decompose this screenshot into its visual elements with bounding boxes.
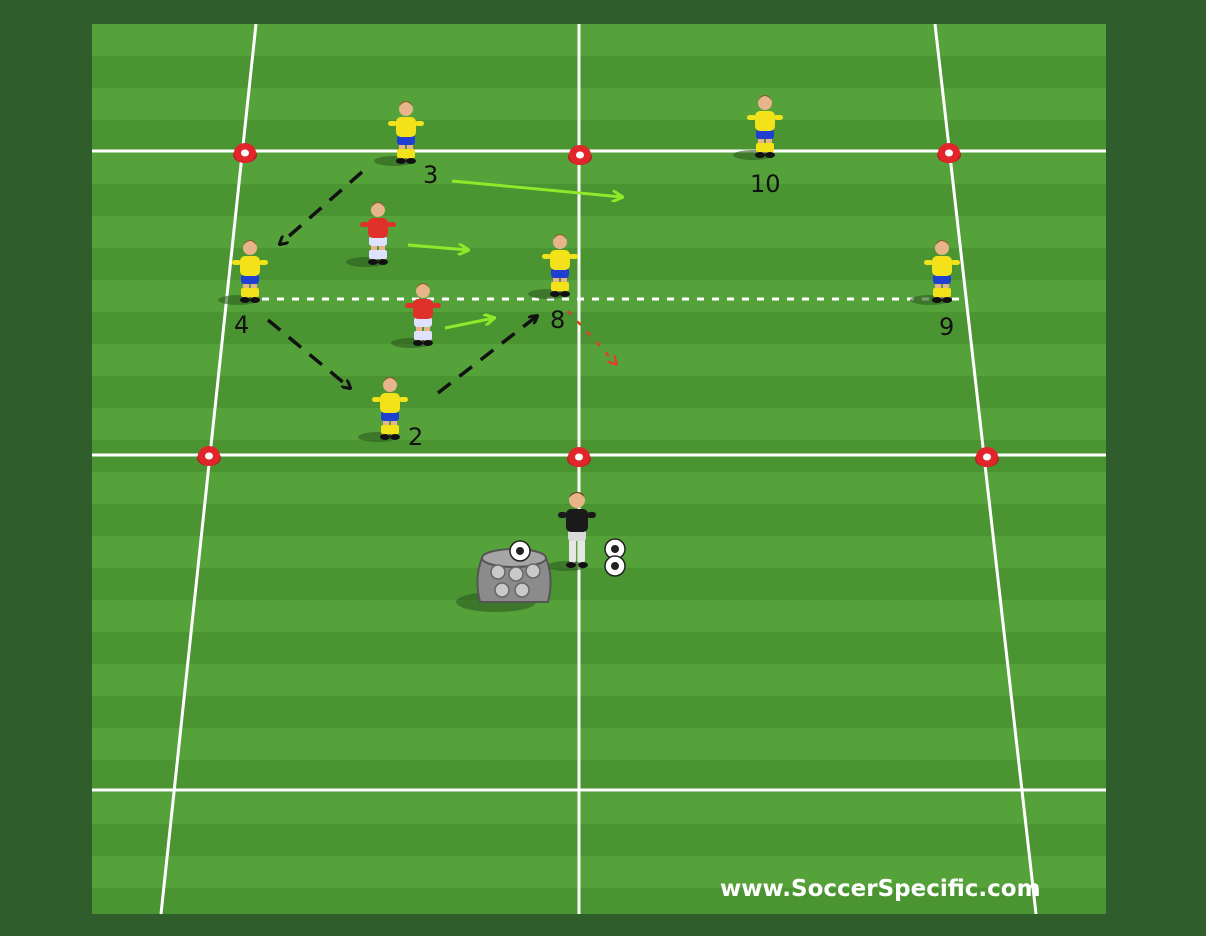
cone-marker-icon xyxy=(937,143,961,163)
grass-stripe xyxy=(92,632,1106,664)
grass-stripe xyxy=(92,56,1106,88)
grass-stripe xyxy=(92,888,1106,914)
attacker-player-2 xyxy=(358,377,408,442)
cone-marker-icon xyxy=(567,447,591,467)
attacker-player-8 xyxy=(528,234,578,299)
goalkeeper xyxy=(547,492,596,571)
cone-marker-icon xyxy=(568,145,592,165)
player-label-4: 4 xyxy=(234,311,249,339)
grass-stripe xyxy=(92,376,1106,408)
attacker-player-9 xyxy=(910,240,960,305)
ball-bag-icon xyxy=(456,540,552,612)
grass-stripe xyxy=(92,312,1106,344)
pass-arrow-3-to-4 xyxy=(280,170,364,244)
attacker-player-3 xyxy=(374,101,424,166)
cone-marker-icon xyxy=(197,446,221,466)
defender-player-1 xyxy=(346,202,396,267)
defender-player-2 xyxy=(391,283,441,348)
grass-stripe xyxy=(92,824,1106,856)
grass-stripe xyxy=(92,568,1106,600)
cones xyxy=(197,143,999,467)
player-label-2: 2 xyxy=(408,423,423,451)
grass-stripe xyxy=(92,120,1106,152)
run-arrow-defender-1 xyxy=(407,245,468,250)
grass-stripe xyxy=(92,504,1106,536)
run-arrow-defender-2 xyxy=(444,318,494,330)
grid-line-right xyxy=(933,23,1038,915)
attacker-player-10 xyxy=(733,95,783,160)
watermark: www.SoccerSpecific.com xyxy=(720,876,1041,902)
player-label-10: 10 xyxy=(750,170,781,198)
grass-stripe xyxy=(92,696,1106,728)
grass-stripe xyxy=(92,760,1106,792)
grid-line-left xyxy=(159,23,258,915)
run-arrows xyxy=(407,179,622,330)
run-arrow-3 xyxy=(451,179,622,197)
grass-stripe xyxy=(92,184,1106,216)
cone-marker-icon xyxy=(233,143,257,163)
player-label-3: 3 xyxy=(423,161,438,189)
player-label-9: 9 xyxy=(939,313,954,341)
attacker-player-4 xyxy=(218,240,268,305)
player-label-8: 8 xyxy=(550,306,565,334)
cone-marker-icon xyxy=(975,447,999,467)
pass-arrows xyxy=(266,170,537,395)
pass-arrow-4-to-2 xyxy=(266,318,350,388)
player-labels: 3 10 4 8 9 2 xyxy=(234,161,954,451)
pass-arrow-2-to-8 xyxy=(436,316,537,395)
soccer-ball-icon xyxy=(604,555,626,577)
players xyxy=(218,95,960,442)
pitch-lines xyxy=(92,23,1106,915)
